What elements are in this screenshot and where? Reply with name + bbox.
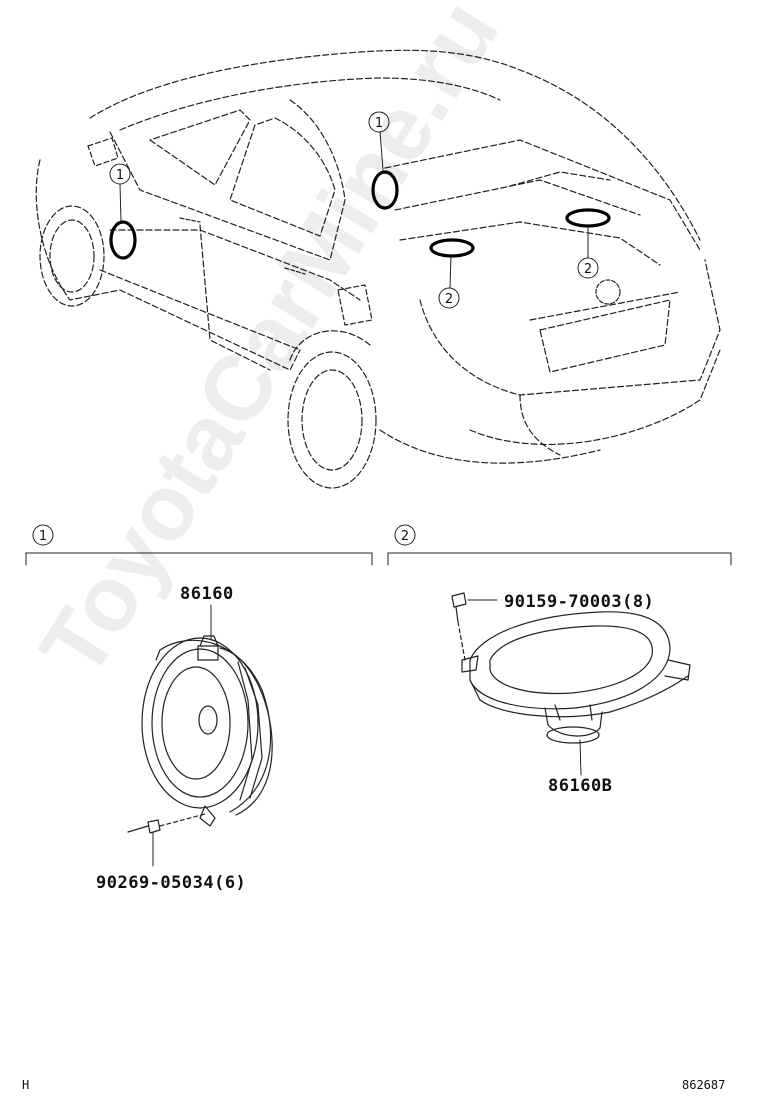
speaker-location-marks [109, 170, 611, 260]
callout-circles [109, 111, 599, 309]
car-illustration [35, 49, 721, 489]
front-door-speaker-mark [109, 220, 137, 260]
front-screw-drawing [127, 813, 206, 834]
figure-number: 862687 [682, 1078, 726, 1092]
callout-label-rear-shelf-left: 2 [445, 292, 453, 307]
rear-speaker-drawing [461, 611, 691, 744]
section-brackets [25, 524, 732, 566]
callout-label-rear-pillar: 1 [375, 116, 383, 131]
front-speaker-drawing [141, 635, 273, 827]
rear-screw-drawing [451, 592, 467, 661]
callout-label-front-door: 1 [116, 168, 124, 183]
part-number-front-screw: 90269-05034(6) [96, 873, 247, 893]
callout-label-rear-shelf-right: 2 [584, 262, 592, 277]
part-number-rear-speaker: 86160B [548, 776, 613, 796]
rear-leaders [467, 599, 582, 776]
part-number-rear-screw: 90159-70003(8) [504, 592, 655, 612]
rear-shelf-speaker-mark-right [565, 208, 611, 228]
rear-shelf-speaker-mark-left [429, 238, 475, 258]
section-label-rear: 2 [401, 529, 409, 544]
footer-left-code: H [22, 1078, 30, 1092]
part-number-front-speaker: 86160 [180, 584, 234, 604]
section-label-front: 1 [39, 529, 47, 544]
front-leaders [152, 604, 212, 867]
rear-pillar-speaker-mark [371, 170, 399, 210]
callout-leaders [119, 131, 589, 289]
